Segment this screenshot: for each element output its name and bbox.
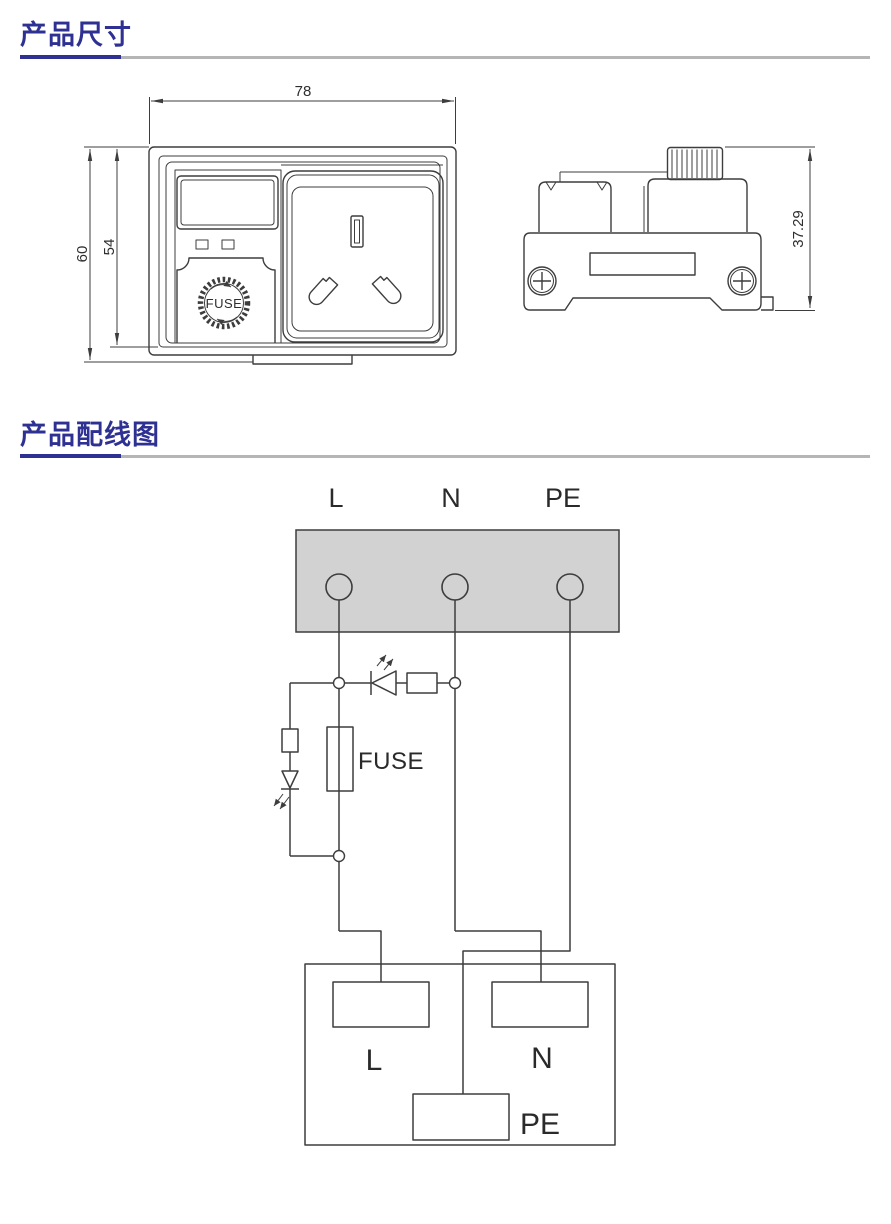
fuse-cap-label: FUSE xyxy=(206,296,243,311)
side-label-plate xyxy=(589,252,696,276)
supply-terminal-pe[interactable] xyxy=(556,573,584,601)
fuse-module-panel xyxy=(174,169,282,344)
front-inner-height-dim-label: 54 xyxy=(101,239,118,256)
side-left-block-notch-2 xyxy=(596,181,608,191)
front-height-dimensions: 60 54 xyxy=(74,146,253,363)
outlet-label-l: L xyxy=(366,1044,383,1077)
led-symbol-left xyxy=(281,770,299,789)
indicator-branch-top xyxy=(344,654,450,696)
neutral-pin-hole[interactable] xyxy=(371,274,404,307)
fuse-cap[interactable]: FUSE xyxy=(197,276,251,330)
front-outer-height-dim-label: 60 xyxy=(74,246,91,263)
side-height-dim-label: 37.29 xyxy=(790,210,807,248)
front-bottom-tab xyxy=(252,355,353,365)
outlet-terminal-pe xyxy=(412,1093,510,1141)
side-base-plate xyxy=(523,232,774,311)
outlet-terminal-l xyxy=(332,981,430,1028)
mounting-screw-left[interactable] xyxy=(527,266,557,296)
indicator-window-left xyxy=(195,239,209,250)
led-emission-arrow xyxy=(383,658,394,671)
front-width-dimension: 78 xyxy=(149,83,456,144)
led-emission-arrow xyxy=(279,796,290,810)
fuse-cap-rotate-arrow-bottom xyxy=(216,316,238,326)
front-outer-frame xyxy=(148,146,457,356)
fuse-symbol xyxy=(326,726,354,792)
wiring-diagram: L N PE xyxy=(273,483,620,1146)
outlet-box-outline xyxy=(304,963,616,1146)
dimensions-rule-accent xyxy=(20,55,121,59)
front-width-dim-label: 78 xyxy=(295,83,312,100)
input-label-pe: PE xyxy=(545,483,581,513)
side-left-block xyxy=(538,181,612,232)
led-emission-arrow xyxy=(376,654,387,667)
section-title-dimensions: 产品尺寸 xyxy=(20,20,132,50)
section-title-wiring: 产品配线图 xyxy=(20,420,160,450)
outlet-label-n: N xyxy=(531,1042,553,1075)
front-view-drawing: 78 60 54 xyxy=(74,83,457,365)
wire-pe xyxy=(462,600,571,1094)
outlet-terminal-n xyxy=(491,981,589,1028)
live-pin-hole[interactable] xyxy=(306,275,339,308)
fuse-symbol-label: FUSE xyxy=(358,748,424,775)
side-height-dimension: 37.29 xyxy=(725,146,815,311)
side-left-block-notch-1 xyxy=(545,181,557,191)
junction-node-n xyxy=(448,676,462,690)
earth-pin-slot-inner xyxy=(354,219,360,244)
socket-outer xyxy=(282,170,444,343)
outlet-box: L N PE xyxy=(304,963,616,1146)
resistor-symbol-left xyxy=(281,728,299,753)
junction-node-l-bottom xyxy=(332,849,346,863)
side-rail-tab xyxy=(761,296,774,311)
earth-pin-slot[interactable] xyxy=(350,215,364,248)
input-label-l: L xyxy=(328,483,343,513)
indicator-window-right xyxy=(221,239,235,250)
fuse-window xyxy=(176,175,279,230)
led-symbol-top xyxy=(371,670,397,696)
socket-face xyxy=(291,186,434,332)
wiring-rule-accent xyxy=(20,454,121,458)
side-right-block xyxy=(647,178,748,232)
fuse-cover-plate xyxy=(176,257,276,343)
fuse-branch: FUSE xyxy=(326,726,424,792)
fuse-cap-rotate-arrow-top xyxy=(210,280,232,290)
knob-ribs xyxy=(671,149,718,178)
side-body xyxy=(538,171,748,232)
wire-l xyxy=(338,600,382,982)
input-label-n: N xyxy=(441,483,461,513)
wiring-rule-gray xyxy=(121,455,870,458)
side-view-drawing: 37.29 xyxy=(523,146,815,311)
resistor-symbol-top xyxy=(406,672,438,694)
socket-mid xyxy=(286,174,440,339)
fuse-cap-side-knob xyxy=(666,146,724,181)
supply-terminal-n[interactable] xyxy=(441,573,469,601)
dimensions-rule-gray xyxy=(121,56,870,59)
junction-node-l-top xyxy=(332,676,346,690)
socket-module xyxy=(281,164,444,343)
front-bezel-frame xyxy=(158,155,448,348)
outlet-label-pe: PE xyxy=(520,1108,560,1141)
supply-terminal-l[interactable] xyxy=(325,573,353,601)
mounting-screw-right[interactable] xyxy=(727,266,757,296)
wire-n xyxy=(454,600,542,982)
fuse-window-inner xyxy=(180,179,275,226)
led-emission-arrow xyxy=(273,793,284,807)
fuse-module: FUSE xyxy=(174,169,282,344)
front-face-plate xyxy=(165,161,441,344)
indicator-branch-left xyxy=(273,682,334,857)
